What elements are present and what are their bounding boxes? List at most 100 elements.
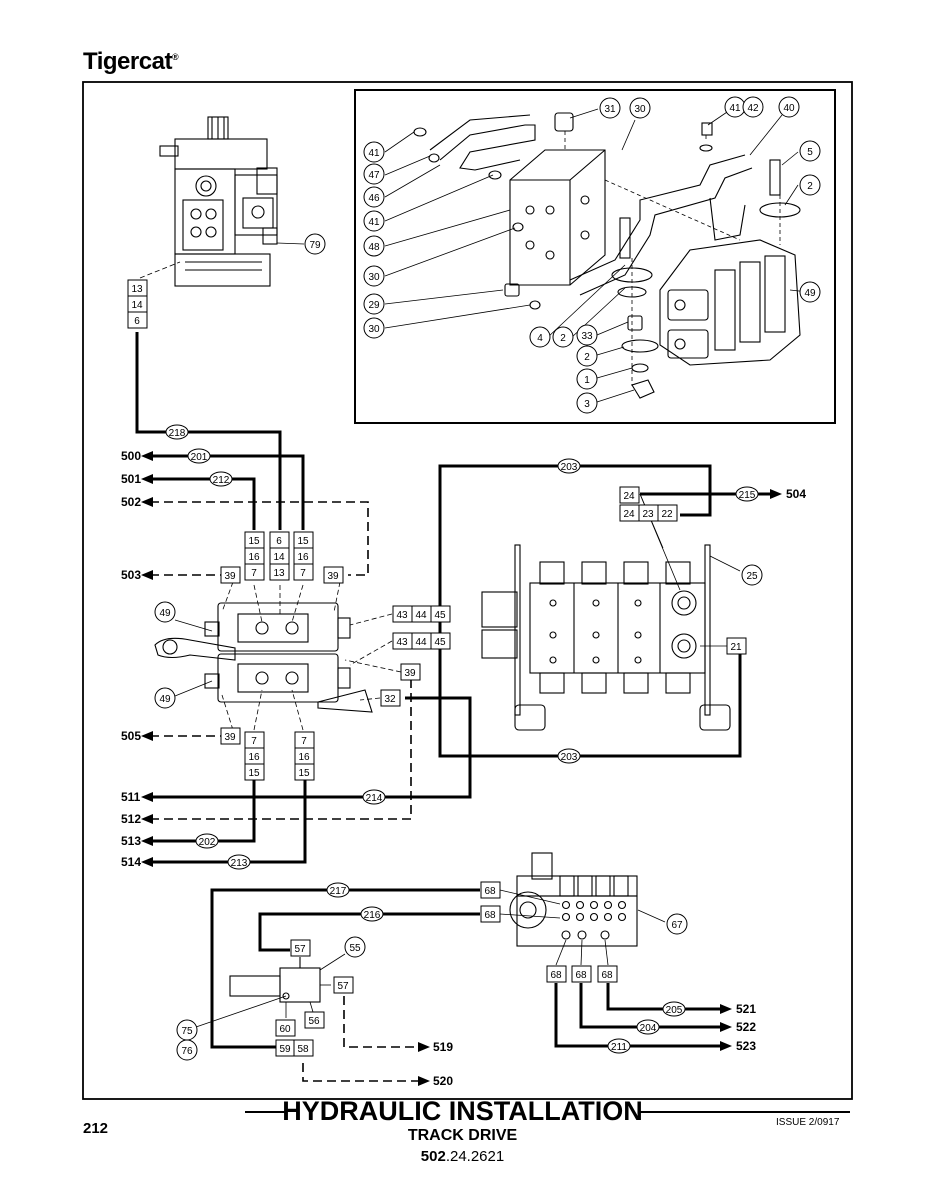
svg-text:16: 16 xyxy=(298,752,310,763)
part-callout: 30 xyxy=(363,265,385,287)
part-callout: 46 xyxy=(363,186,385,208)
svg-text:39: 39 xyxy=(224,732,236,743)
line-label-520: 520 xyxy=(433,1074,453,1088)
svg-text:68: 68 xyxy=(575,970,587,981)
part-callout: 55 xyxy=(344,936,366,958)
line-label-503: 503 xyxy=(121,568,141,582)
svg-text:202: 202 xyxy=(199,837,216,848)
svg-text:4: 4 xyxy=(537,333,543,344)
svg-text:205: 205 xyxy=(666,1005,683,1016)
svg-text:6: 6 xyxy=(134,316,140,327)
part-box-row: 43 44 45 xyxy=(392,605,451,623)
part-callout: 25 xyxy=(741,564,763,586)
svg-text:79: 79 xyxy=(309,240,321,251)
svg-text:42: 42 xyxy=(747,103,759,114)
part-box-row: 24 23 22 xyxy=(619,504,678,522)
leader xyxy=(174,680,213,697)
line-label-523: 523 xyxy=(736,1039,756,1053)
line-label-514: 514 xyxy=(121,855,141,869)
leader xyxy=(604,939,609,966)
hose-callout: 212 xyxy=(209,471,233,487)
svg-text:30: 30 xyxy=(634,104,646,115)
hose-callout: 217 xyxy=(326,882,350,898)
line-label-505: 505 xyxy=(121,729,141,743)
hose-callouts: 218 201 212 203 203 215 214 202 213 217 … xyxy=(165,424,759,1054)
svg-text:68: 68 xyxy=(484,886,496,897)
svg-text:39: 39 xyxy=(404,668,416,679)
hose-callout: 201 xyxy=(187,448,211,464)
part-box: 68 xyxy=(571,965,592,983)
part-callout: 49 xyxy=(154,601,176,623)
svg-text:201: 201 xyxy=(191,452,208,463)
svg-text:58: 58 xyxy=(297,1044,309,1055)
part-callout: 4 xyxy=(529,326,551,348)
part-box: 58 xyxy=(293,1039,314,1057)
svg-text:16: 16 xyxy=(248,552,260,563)
line-label-502: 502 xyxy=(121,495,141,509)
track-valve-drawing xyxy=(154,602,373,713)
svg-text:75: 75 xyxy=(181,1026,193,1037)
part-box: 39 xyxy=(220,727,241,745)
svg-text:49: 49 xyxy=(159,608,171,619)
hose-callout: 204 xyxy=(636,1019,660,1035)
page-number: 212 xyxy=(83,1120,109,1137)
drawing-frame xyxy=(82,81,853,1100)
part-box-stack: 7 16 15 xyxy=(244,731,265,781)
main-valve-drawing xyxy=(481,544,731,731)
svg-text:57: 57 xyxy=(294,944,306,955)
svg-text:49: 49 xyxy=(159,694,171,705)
line-label-511: 511 xyxy=(121,790,141,804)
svg-text:40: 40 xyxy=(783,103,795,114)
leader xyxy=(580,939,583,966)
hose-callout: 215 xyxy=(735,486,759,502)
svg-text:6: 6 xyxy=(276,536,282,547)
svg-text:15: 15 xyxy=(248,768,260,779)
svg-text:56: 56 xyxy=(308,1016,320,1027)
svg-text:16: 16 xyxy=(248,752,260,763)
part-box-stack: 7 16 15 xyxy=(294,731,315,781)
pilot-manifold-drawing xyxy=(509,852,638,947)
part-box: 32 xyxy=(380,689,401,707)
mount-detail-drawing xyxy=(413,112,801,399)
svg-text:211: 211 xyxy=(611,1042,627,1053)
part-callout: 49 xyxy=(799,281,821,303)
svg-text:45: 45 xyxy=(434,610,446,621)
svg-text:41: 41 xyxy=(729,103,741,114)
part-callout: 42 xyxy=(742,96,764,118)
svg-text:49: 49 xyxy=(804,288,816,299)
leader xyxy=(174,619,213,632)
line-label-512: 512 xyxy=(121,812,141,826)
line-label-522: 522 xyxy=(736,1020,756,1034)
svg-text:16: 16 xyxy=(297,552,309,563)
part-callout: 40 xyxy=(778,96,800,118)
part-callout: 1 xyxy=(576,368,598,390)
svg-text:217: 217 xyxy=(330,886,347,897)
part-callout: 29 xyxy=(363,293,385,315)
title-rule-right xyxy=(640,1111,850,1113)
svg-text:203: 203 xyxy=(561,462,578,473)
svg-text:204: 204 xyxy=(640,1023,657,1034)
part-boxes: 13 14 6 15 16 7 6 14 13 15 16 7 39 39 39… xyxy=(127,279,747,1057)
svg-text:24: 24 xyxy=(623,491,635,502)
brand-logo: Tigercat® xyxy=(83,48,179,75)
svg-text:15: 15 xyxy=(298,768,310,779)
svg-text:213: 213 xyxy=(231,858,248,869)
hose-callout: 216 xyxy=(360,906,384,922)
svg-text:68: 68 xyxy=(601,970,613,981)
leader xyxy=(499,889,561,905)
leader xyxy=(195,995,287,1028)
part-callout: 2 xyxy=(799,174,821,196)
svg-text:55: 55 xyxy=(349,943,361,954)
part-callout: 79 xyxy=(304,233,326,255)
svg-text:48: 48 xyxy=(368,242,380,253)
part-box: 57 xyxy=(333,976,354,994)
part-box: 39 xyxy=(220,566,241,584)
solenoid-valve-drawing xyxy=(229,957,321,1003)
leader xyxy=(637,909,666,923)
detail-dash-leaders xyxy=(564,131,781,386)
svg-text:1: 1 xyxy=(584,375,590,386)
pump-drawing xyxy=(159,116,278,287)
part-callout: 33 xyxy=(576,324,598,346)
svg-text:39: 39 xyxy=(224,571,236,582)
